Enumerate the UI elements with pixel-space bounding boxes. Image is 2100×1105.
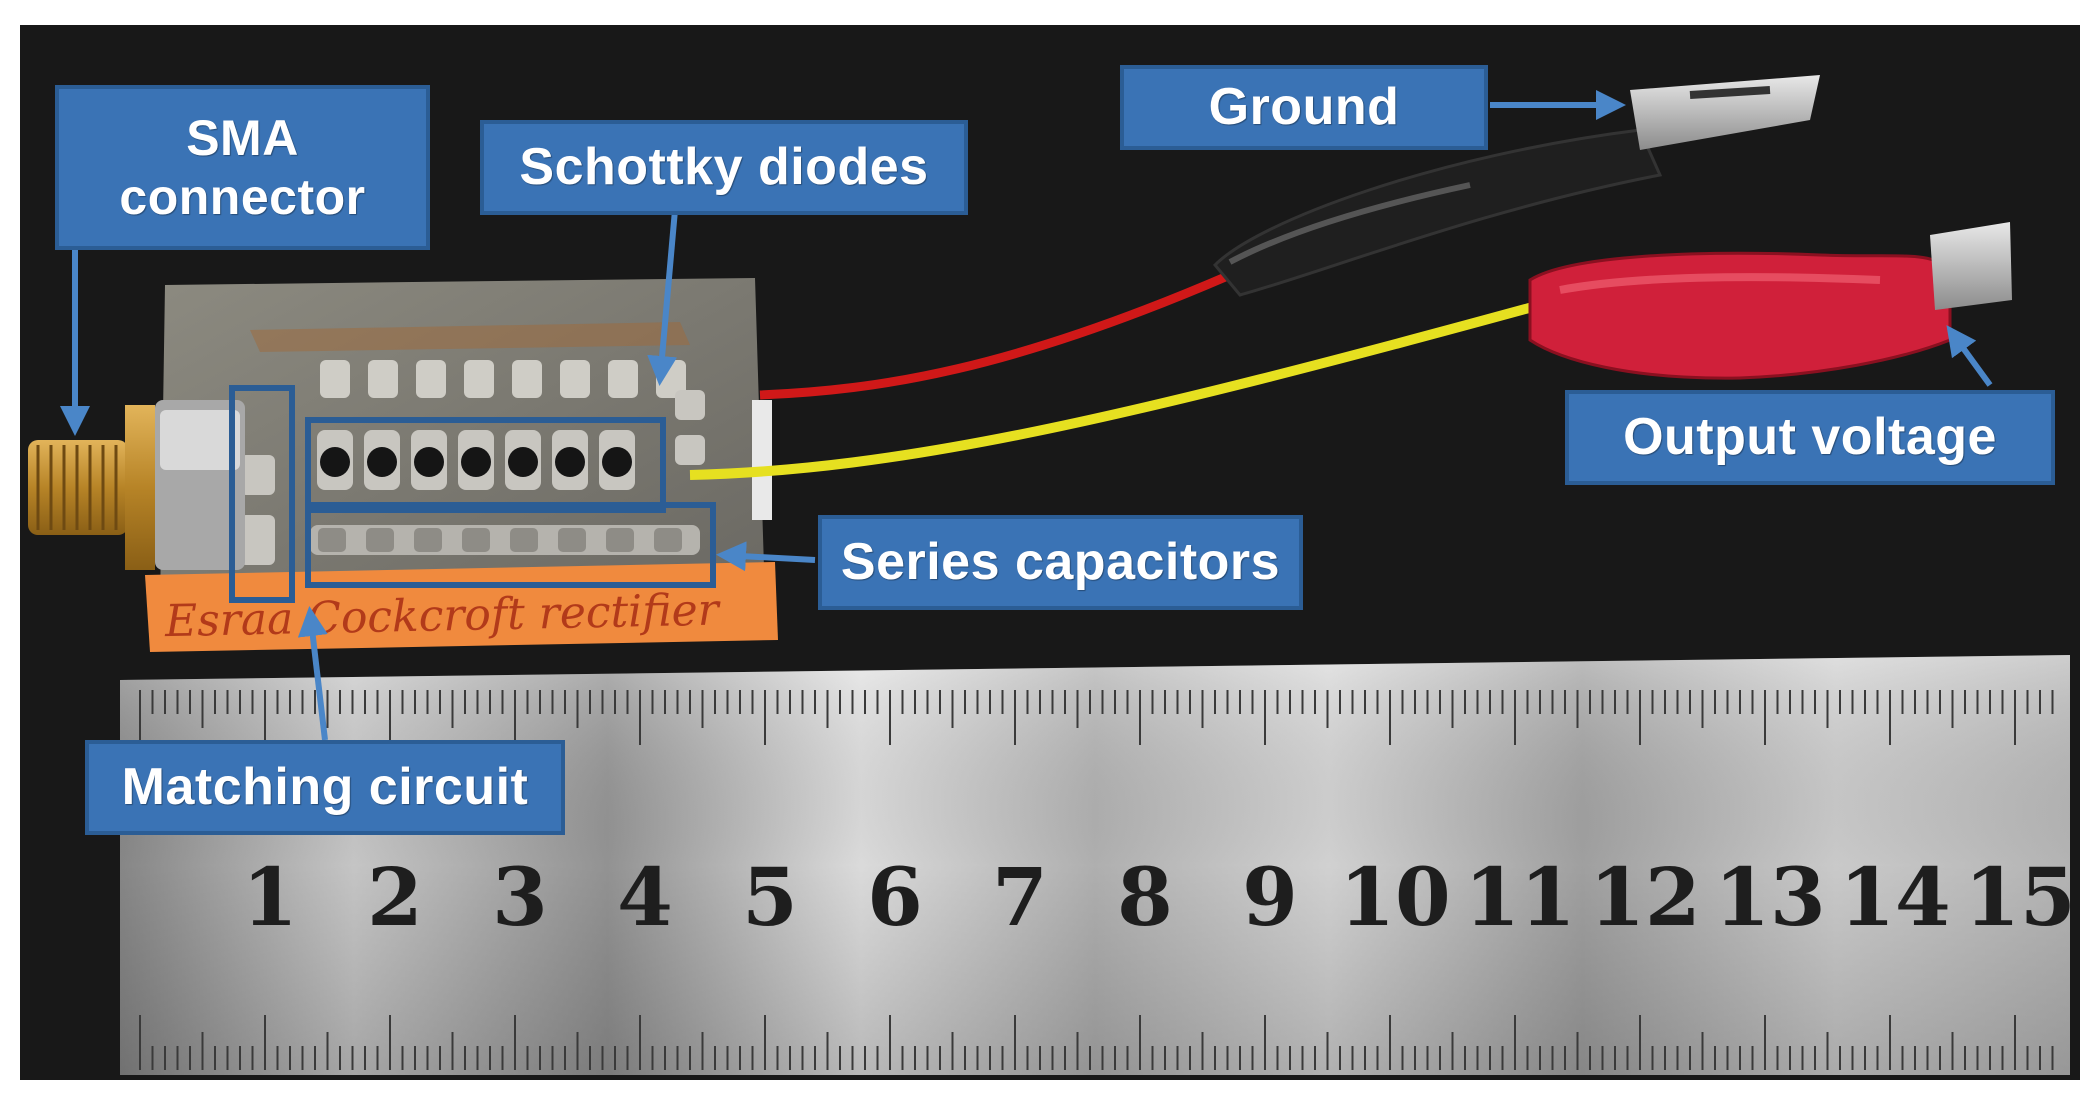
callout-ground: Ground (1120, 65, 1488, 150)
label-matching-circuit: Matching circuit (121, 757, 529, 816)
capacitors-outline (305, 502, 716, 588)
ruler-number: 9 (1242, 850, 1298, 944)
solder-pad (608, 360, 638, 398)
series-capacitor (510, 528, 538, 552)
ruler-number: 3 (492, 850, 548, 944)
callout-matching-circuit: Matching circuit (85, 740, 565, 835)
label-series-capacitors: Series capacitors (840, 532, 1281, 591)
schottky-diode (461, 447, 491, 477)
ruler-number: 7 (992, 850, 1048, 944)
solder-pad (416, 360, 446, 398)
diodes-outline (305, 417, 666, 513)
ruler-number: 5 (742, 850, 798, 944)
sma-connector-body (28, 400, 245, 570)
solder-pad (368, 360, 398, 398)
ruler-number: 12 (1589, 850, 1700, 944)
ruler-number: 2 (367, 850, 423, 944)
matching-arrow (297, 606, 328, 741)
label-schottky-diodes: Schottky diodes (519, 137, 929, 196)
callout-series-capacitors: Series capacitors (818, 515, 1303, 610)
schottky-diode (320, 447, 350, 477)
capacitors-arrow (716, 541, 816, 572)
handwritten-label: Esraa Cockcroft rectifier (164, 585, 723, 648)
label-ground: Ground (1208, 77, 1400, 136)
ruler-number: 11 (1464, 850, 1575, 944)
schottky-diode (555, 447, 585, 477)
ruler-number: 4 (617, 850, 673, 944)
label-sma-connector: SMA connector (119, 109, 366, 225)
series-capacitor (654, 528, 682, 552)
series-capacitor (462, 528, 490, 552)
ruler-number: 1 (242, 850, 298, 944)
solder-pad (560, 360, 590, 398)
red-wire (759, 270, 1232, 400)
output-arrow (1946, 325, 1993, 387)
ruler-number: 14 (1839, 850, 1950, 944)
schottky-diode (414, 447, 444, 477)
callout-sma-connector: SMA connector (55, 85, 430, 250)
series-capacitor (558, 528, 586, 552)
label-output-voltage: Output voltage (1623, 407, 1997, 466)
solder-pad (464, 360, 494, 398)
matching-circuit-outline (229, 385, 295, 603)
diodes-arrow (647, 209, 678, 386)
ruler-number: 8 (1117, 850, 1173, 944)
series-capacitor (318, 528, 346, 552)
ruler-number: 13 (1714, 850, 1825, 944)
callout-output-voltage: Output voltage (1565, 390, 2055, 485)
ground-clip (1212, 75, 1820, 297)
series-capacitor (606, 528, 634, 552)
ruler-number: 10 (1339, 850, 1450, 944)
schottky-diode (508, 447, 538, 477)
ruler-number: 6 (867, 850, 923, 944)
ruler-number: 15 (1964, 850, 2075, 944)
series-capacitor (414, 528, 442, 552)
series-capacitor (366, 528, 394, 552)
yellow-wire (689, 300, 1542, 480)
schottky-diode (602, 447, 632, 477)
callout-schottky-diodes: Schottky diodes (480, 120, 968, 215)
schottky-diode (367, 447, 397, 477)
solder-pad (512, 360, 542, 398)
solder-pad (320, 360, 350, 398)
